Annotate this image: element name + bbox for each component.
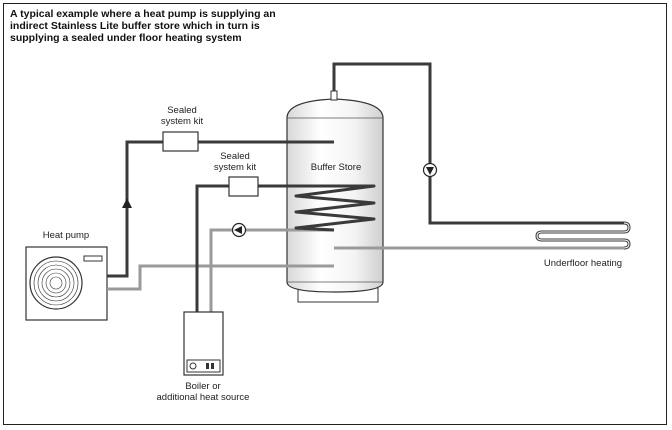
heat-pump-return-pipe <box>107 264 334 291</box>
boiler-return-pipe <box>209 228 334 312</box>
heat-pump-flow-pipe <box>107 140 334 278</box>
boiler-label-line-1: Boiler or <box>185 381 221 392</box>
title-line-1: A typical example where a heat pump is s… <box>10 8 276 20</box>
underfloor-heating-label: Underfloor heating <box>543 258 623 269</box>
flow-direction-arrow <box>122 198 132 208</box>
sealed-kit-1-label-line-2: system kit <box>160 116 204 127</box>
boiler-unit <box>183 311 224 376</box>
diagram-title: A typical example where a heat pump is s… <box>10 8 310 44</box>
boiler-label-line-2: additional heat source <box>156 392 250 403</box>
boiler-circuit-pump-icon <box>231 222 247 238</box>
sealed-system-kit-2 <box>228 176 259 197</box>
sealed-kit-2-label-line-2: system kit <box>213 162 257 173</box>
boiler-flow-pipe <box>195 184 334 312</box>
heat-pump-unit <box>25 246 108 321</box>
buffer-store-tank <box>286 90 384 303</box>
sealed-kit-2-label-line-1: Sealed <box>220 151 250 162</box>
buffer-coil <box>293 184 376 232</box>
title-line-3: supplying a sealed under floor heating s… <box>10 32 242 44</box>
underfloor-pump-icon <box>422 162 438 178</box>
title-line-2: indirect Stainless Lite buffer store whi… <box>10 20 260 32</box>
heat-pump-label: Heat pump <box>42 230 90 241</box>
buffer-store-label: Buffer Store <box>310 162 362 173</box>
sealed-system-kit-1 <box>162 131 199 152</box>
boiler-label: Boiler or additional heat source <box>148 381 258 403</box>
underfloor-flow-pipe <box>332 62 624 225</box>
sealed-kit-2-label: Sealed system kit <box>211 151 259 173</box>
sealed-kit-1-label: Sealed system kit <box>158 105 206 127</box>
sealed-kit-1-label-line-1: Sealed <box>167 105 197 116</box>
